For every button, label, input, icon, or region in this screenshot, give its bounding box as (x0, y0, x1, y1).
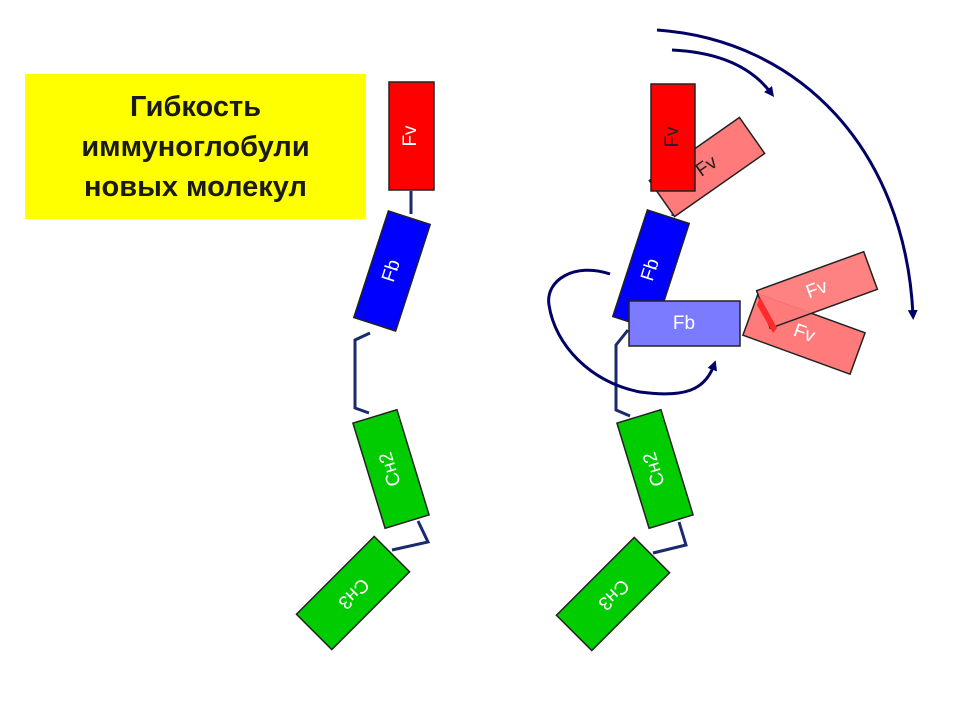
fv-domain-right: Fv (650, 83, 696, 192)
fv-label-left: Fv (400, 125, 421, 147)
molecule-right: Fv Fv Fv Fv Fb Fb Cн2 (555, 83, 879, 652)
fb-alt-label-right: Fb (673, 313, 695, 334)
title-line-1: Гибкость (129, 90, 262, 123)
ch2-domain-left: Cн2 (351, 408, 431, 530)
fv-overlap-region (757, 297, 777, 333)
linker-ch2-ch3-left (391, 520, 431, 552)
ch3-domain-right: Cн3 (555, 536, 671, 652)
fb-domain-left: Fb (352, 209, 432, 333)
arrow-fb-rotation (547, 268, 718, 396)
fb-domain-right: Fb (611, 208, 691, 332)
motion-arrows (547, 28, 918, 396)
molecule-left: Fv Fb Cн2 Cн3 (295, 81, 435, 651)
title-line-2: иммуноглобули (81, 130, 310, 163)
ch2-domain-right: Cн2 (615, 408, 695, 530)
linker-fb-ch2-left (353, 331, 371, 415)
fv-domain-left: Fv (388, 81, 435, 191)
arrow-fv-swing-long (656, 28, 918, 320)
title-box: Гибкость иммуноглобули новых молекул (25, 74, 366, 219)
ch3-domain-left: Cн3 (295, 535, 411, 651)
linker-fb-ch2-right (614, 329, 631, 418)
fv-label-right: Fv (662, 126, 683, 148)
title-line-3: новых молекул (84, 170, 307, 203)
fb-alt-domain-right: Fb (628, 300, 741, 347)
fv-alt1-domain-right: Fv (648, 116, 766, 218)
fv-alt2-domain-right: Fv (755, 250, 879, 330)
linker-ch2-ch3-right (652, 521, 688, 555)
arrow-fv-swing-short (671, 48, 775, 97)
